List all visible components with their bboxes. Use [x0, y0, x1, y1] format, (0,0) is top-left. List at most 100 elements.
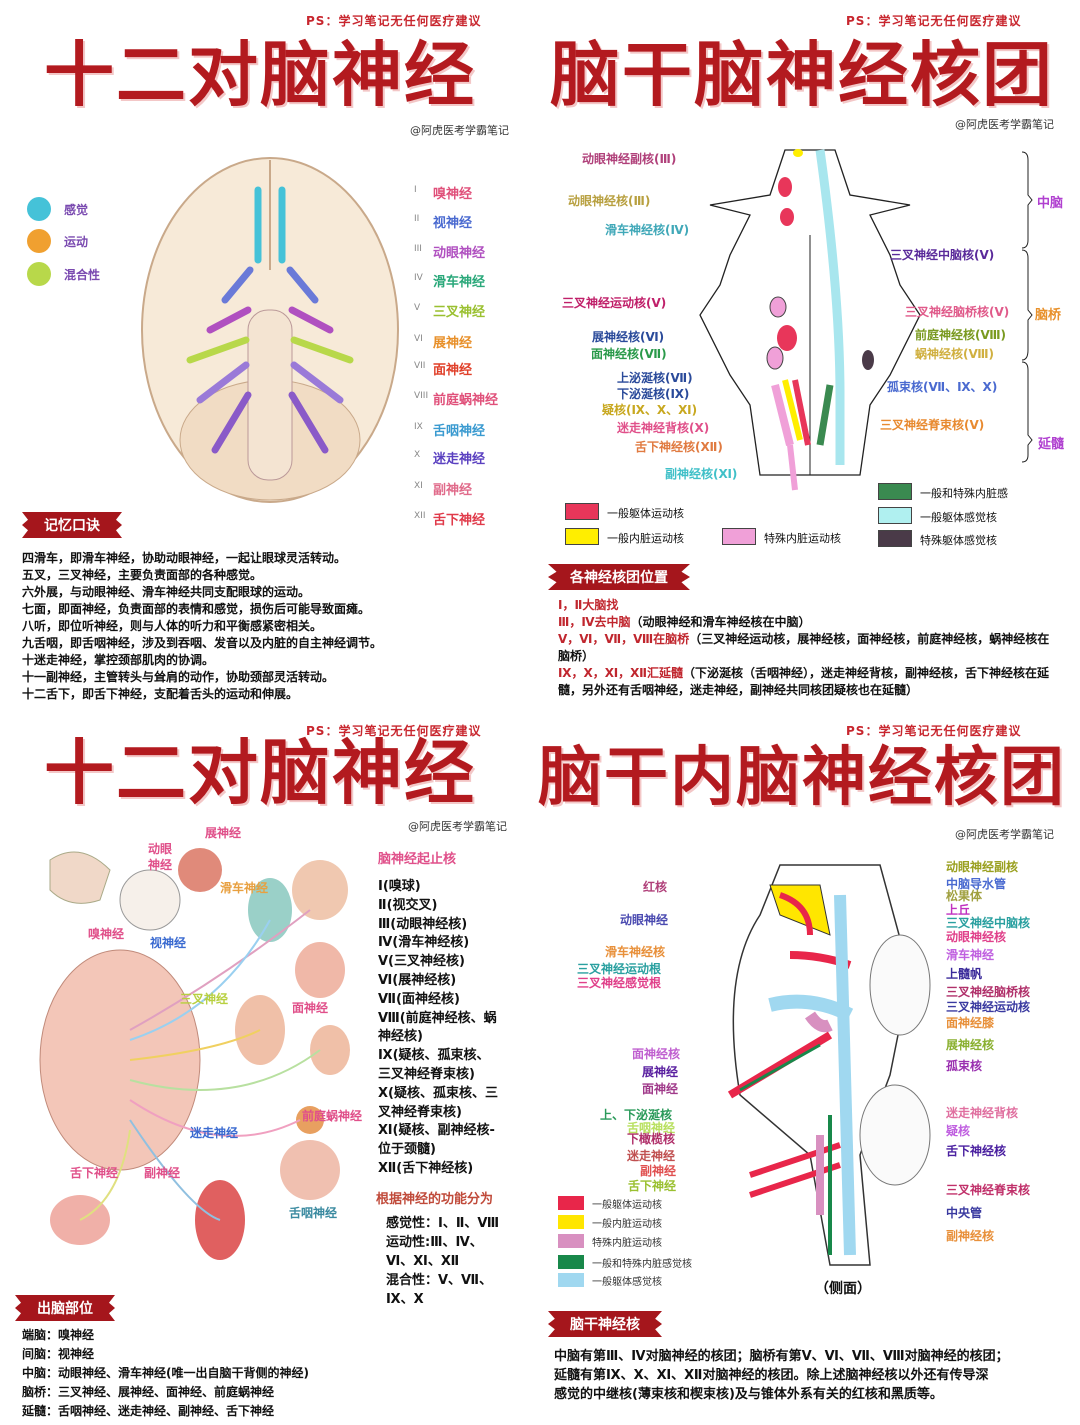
nucleus-line: Ⅵ(展神经核)	[378, 972, 457, 988]
nucleus-line: Ⅹ(疑核、孤束核、三	[378, 1085, 498, 1101]
structure-label-right: 动眼神经核	[946, 930, 1007, 944]
author-credit: @阿虎医考学霸笔记	[955, 118, 1054, 131]
location-highlight: Ⅲ，Ⅳ去中脑	[558, 615, 631, 629]
nucleus-label: 三叉神经中脑核(Ⅴ)	[890, 248, 995, 262]
author-credit: @阿虎医考学霸笔记	[408, 820, 507, 833]
mnemonic-heading: 记忆口诀	[22, 512, 122, 538]
nerve-numeral: VII	[414, 361, 426, 371]
structure-label-left: 面神经	[642, 1082, 679, 1096]
nerve-name: 前庭蜗神经	[433, 393, 499, 408]
nucleus-label: 舌下神经核(Ⅻ)	[635, 440, 723, 454]
legend-label: 特殊躯体感觉核	[920, 534, 997, 547]
legend-swatch	[878, 530, 912, 547]
region-label: 脑桥	[1035, 308, 1062, 323]
nerve-numeral: X	[414, 450, 421, 460]
region-label: 中脑	[1037, 196, 1064, 211]
nerve-label: 视神经	[150, 936, 187, 950]
mixed-dot-icon	[27, 262, 51, 286]
nucleus-line: 叉神经脊束核)	[378, 1104, 462, 1120]
mnemonic-line: 七面，即面神经，负责面部的表情和感觉，损伤后可能导致面瘫。	[22, 602, 371, 616]
structure-label-left: 舌下神经	[628, 1179, 677, 1193]
page-title: 十二对脑神经	[44, 34, 476, 116]
author-credit: @阿虎医考学霸笔记	[955, 828, 1054, 841]
summary-text: 中脑有第Ⅲ、Ⅳ对脑神经的核团；脑桥有第Ⅴ、Ⅵ、Ⅶ、Ⅷ对脑神经的核团；延髓有第Ⅸ、…	[554, 1347, 1009, 1404]
mnemonic-line: 十迷走神经，掌控颈部肌肉的协调。	[22, 653, 215, 667]
exit-region: 间脑：	[22, 1347, 59, 1361]
structure-label-right: 面神经膝	[946, 1016, 995, 1030]
structure-label-right: 三叉神经脑桥核	[946, 985, 1031, 999]
structure-label-left: 迷走神经	[627, 1149, 676, 1163]
nerve-numeral: II	[414, 214, 420, 224]
mnemonic-line: 九舌咽，即舌咽神经，涉及到吞咽、发音以及内脏的自主神经调节。	[22, 636, 383, 650]
nucleus-line: Ⅰ(嗅球)	[378, 879, 421, 894]
nucleus-label: 疑核(Ⅸ、Ⅹ、Ⅺ)	[602, 403, 698, 417]
structure-label-left: 动眼神经	[620, 913, 669, 927]
legend-label: 一般内脏运动核	[607, 532, 684, 545]
structure-label-right: 三叉神经运动核	[946, 1000, 1031, 1014]
location-detail: （动眼神经和滑车神经核在中脑）	[630, 615, 811, 629]
nucleus-label: 孤束核(Ⅶ、Ⅸ、Ⅹ)	[887, 380, 998, 394]
summary-line: 延髓有第Ⅸ、Ⅹ、Ⅺ、Ⅻ对脑神经的核团。除上述脑神经核以外还有传导深	[554, 1368, 989, 1383]
mnemonic-line: 十二舌下，即舌下神经，支配着舌头的运动和伸展。	[22, 687, 299, 701]
legend-label: 感觉	[64, 203, 89, 217]
nerve-label: 展神经	[205, 826, 242, 840]
structure-label-right: 迷走神经背核	[946, 1106, 1019, 1120]
structure-label-right: 舌下神经核	[946, 1144, 1007, 1158]
nuclei-heading: 脑神经起止核	[378, 852, 457, 867]
legend-label: 混合性	[64, 268, 101, 282]
exit-nerves: 视神经	[58, 1347, 95, 1361]
structure-label-left: 三叉神经运动根	[577, 962, 662, 976]
location-line: Ⅸ，Ⅹ，Ⅺ，Ⅻ汇延髓（下泌涎核（舌咽神经），迷走神经背核，副神经核，舌下神经核在…	[558, 665, 1058, 699]
function-line: 混合性：Ⅴ、Ⅶ、	[386, 1273, 493, 1288]
nerve-label: 迷走神经	[190, 1126, 239, 1140]
exit-line: 中脑：动眼神经、滑车神经(唯一出自脑干背侧的神经)	[22, 1364, 309, 1383]
nerve-numeral: XI	[414, 481, 423, 491]
exit-list: 端脑：嗅神经间脑：视神经中脑：动眼神经、滑车神经(唯一出自脑干背侧的神经)脑桥：…	[22, 1326, 309, 1421]
function-line: 感觉性：Ⅰ、Ⅱ、Ⅷ	[386, 1216, 500, 1231]
mnemonic-line: 五叉，三叉神经，主要负责面部的各种感觉。	[22, 568, 263, 582]
nucleus-label: 前庭神经核(Ⅷ)	[915, 328, 1007, 342]
nucleus-line: Ⅲ(动眼神经核)	[378, 916, 468, 932]
nucleus-label: 动眼神经核(Ⅲ)	[568, 194, 651, 208]
structure-label-left: 下橄榄核	[627, 1132, 676, 1146]
structure-label-left: 红核	[643, 880, 668, 894]
mnemonic-line: 八听，即位听神经，则与人体的听力和平衡感紧密相关。	[22, 619, 323, 633]
function-line: Ⅵ、Ⅺ、Ⅻ	[386, 1254, 460, 1269]
nucleus-line: Ⅱ(视交叉)	[378, 897, 438, 913]
nerve-name: 迷走神经	[433, 452, 486, 467]
nerve-name: 视神经	[433, 216, 473, 231]
legend-swatch	[565, 528, 599, 545]
mnemonic-line: 六外展，与动眼神经、滑车神经共同支配眼球的运动。	[22, 585, 311, 599]
structure-label-right: 动眼神经副核	[946, 860, 1019, 874]
location-line: Ⅲ，Ⅳ去中脑（动眼神经和滑车神经核在中脑）	[558, 614, 1058, 631]
exit-line: 脑桥：三叉神经、展神经、面神经、前庭蜗神经	[22, 1383, 309, 1402]
exit-nerves: 舌咽神经、迷走神经、副神经、舌下神经	[58, 1404, 275, 1418]
nucleus-line: Ⅸ(疑核、孤束核、	[378, 1048, 490, 1064]
nucleus-line: Ⅳ(滑车神经核)	[378, 935, 470, 951]
legend-swatch	[558, 1196, 584, 1210]
legend-swatch	[558, 1273, 584, 1287]
nerve-name: 展神经	[433, 336, 473, 351]
location-detail: （下泌涎核（舌咽神经），迷走神经背核，副神经核，舌下神经核在延髓，另外还有舌咽神…	[558, 666, 1050, 697]
exit-line: 端脑：嗅神经	[22, 1326, 309, 1345]
structure-label-right: 三叉神经中脑核	[946, 916, 1031, 930]
structure-label-right: 中央管	[946, 1206, 983, 1220]
nerve-label: 面神经	[292, 1001, 329, 1015]
structure-label-right: 中脑导水管	[946, 877, 1007, 891]
summary-heading: 脑干神经核	[548, 1311, 662, 1337]
nucleus-label: 三叉神经脑桥核(Ⅴ)	[905, 305, 1010, 319]
nerve-numeral: VI	[414, 334, 423, 344]
nerve-numeral: V	[414, 303, 421, 313]
cranial-nerve-illustration	[39, 848, 350, 1260]
structure-label-right: 展神经核	[946, 1038, 995, 1052]
page-title: 脑干脑神经核团	[550, 34, 1054, 116]
legend-swatch	[558, 1234, 584, 1248]
legend-label: 运动	[64, 235, 89, 249]
legend-label: 特殊内脏运动核	[592, 1238, 662, 1249]
nerve-name: 舌下神经	[433, 513, 486, 528]
structure-label-right: 三叉神经脊束核	[946, 1183, 1031, 1197]
nerve-name: 舌咽神经	[433, 424, 486, 439]
nerve-numeral: IX	[414, 422, 423, 432]
